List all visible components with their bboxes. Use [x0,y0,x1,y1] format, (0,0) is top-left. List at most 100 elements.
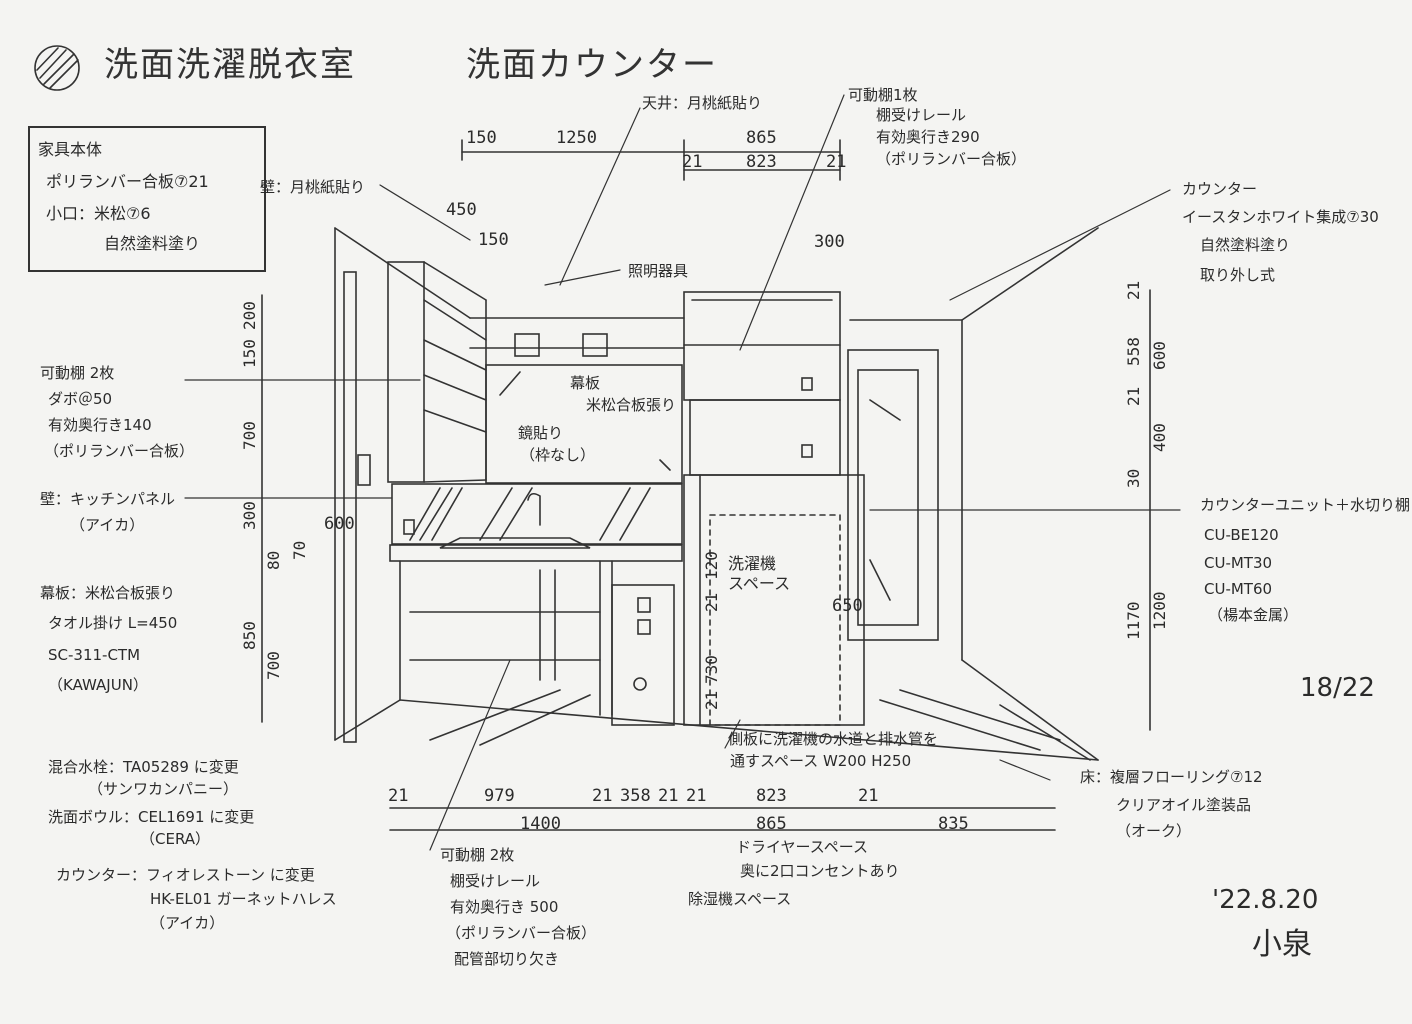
spec-line: 家具本体 [38,140,103,159]
dimension: 21 [682,152,703,172]
dimension: 1400 [520,814,561,834]
counter-unit-note: CU-MT30 [1204,554,1273,572]
room-outline [334,227,1099,761]
bowl-note: 洗面ボウル：CEL1691 に変更 [48,808,255,826]
back-panel-note: 米松合板張り [586,396,677,414]
movable-shelf-left-note: 有効奥行き140 [48,416,152,434]
dimension: 979 [484,786,515,806]
spec-line: ポリランバー合板⑦21 [46,172,209,191]
dimension: 70 [290,540,309,560]
room-symbol-icon [34,45,80,91]
bowl-note: （CERA） [140,830,211,848]
counter-unit-note: カウンターユニット＋水切り棚 [1200,496,1411,514]
dimension: 700 [240,421,259,450]
counter-and-bowl [389,492,683,562]
door [343,271,371,743]
countertop-note: カウンター：フィオレストーン に変更 [56,866,315,884]
dimension: 30 [1124,468,1143,488]
counter-unit-note: CU-MT60 [1204,580,1273,598]
dimension: 450 [446,200,477,220]
floor-note: 床：複層フローリング⑦12 [1080,768,1263,786]
dimension: 1250 [556,128,597,148]
counter-note: イースタンホワイト集成⑦30 [1182,208,1379,226]
back-panel-note: 幕板 [570,374,601,392]
dimension: 150 [478,230,509,250]
dimension: 21 [592,786,613,806]
movable-shelf-bottom-note: 可動棚 2枚 [440,846,515,864]
dehumidifier-note: 除湿機スペース [688,890,792,908]
movable-shelf-left-note: ダボ＠50 [48,390,113,408]
movable-shelf-left-note: 可動棚 2枚 [40,364,115,382]
counter-note: カウンター [1182,180,1258,198]
dimension: 600 [1150,341,1169,370]
dimension: 1200 [1150,591,1169,630]
dimension: 700 [264,651,283,680]
towel-note: 幕板：米松合板張り [40,584,176,602]
dimension: 823 [746,152,777,172]
countertop-note: HK-EL01 ガーネットハレス [150,890,337,908]
author: 小泉 [1252,927,1312,962]
kitchen-panel [391,483,683,545]
counter-note: 取り外し式 [1200,266,1276,284]
dimension: 730 [702,655,721,684]
dimension: 21 [702,592,721,612]
dryer-note: 奥に2口コンセントあり [740,862,900,880]
leader-lines [184,94,1181,851]
dimension: 358 [620,786,651,806]
countertop-note: （アイカ） [150,914,225,932]
counter-unit-note: （楊本金属） [1208,606,1299,624]
movable-shelf-bottom-note: （ポリランバー合板） [446,924,597,942]
dimension: 80 [264,550,283,570]
dimension: 120 [702,551,721,580]
floor-boards [429,689,1091,761]
dimension: 150 [240,339,259,368]
side-panel-note: 側板に洗濯機の水道と排水管を [728,730,939,748]
dimension: 823 [756,786,787,806]
movable-shelf-top-note: 有効奥行き290 [876,128,980,146]
dimension: 21 [686,786,707,806]
movable-shelf-top-note: （ポリランバー合板） [876,150,1027,168]
dimension: 21 [388,786,409,806]
upper-right-cabinet [683,291,841,476]
side-panel-note: 通すスペース W200 H250 [730,752,912,770]
dimension: 21 [858,786,879,806]
dimension: 558 [1124,337,1143,366]
lower-shelves [399,560,613,716]
dehumidifier-space [611,584,675,726]
towel-note: SC-311-CTM [48,646,141,664]
movable-shelf-top-note: 可動棚1枚 [848,86,918,104]
dryer-note: ドライヤースペース [736,838,869,856]
washer-space-label: 洗濯機 スペース [728,554,791,593]
dimension: 21 [826,152,847,172]
spec-line: 自然塗料塗り [104,234,201,253]
dimension: 21 [1124,280,1143,300]
towel-note: タオル掛け L=450 [48,614,178,632]
dimension: 600 [324,514,355,534]
dimension: 200 [240,301,259,330]
dimension: 865 [746,128,777,148]
dimension: 400 [1150,423,1169,452]
dimension: 150 [466,128,497,148]
faucet-note: （サンワカンパニー） [88,780,239,798]
wall-note: 壁：月桃紙貼り [260,178,366,196]
room-title: 洗面洗濯脱衣室 [104,45,356,85]
dimension: 300 [814,232,845,252]
towel-note: （KAWAJUN） [48,676,148,694]
mirror-note: 鏡貼り [518,424,564,442]
floor-note: （オーク） [1116,822,1192,840]
movable-shelf-bottom-note: 有効奥行き 500 [450,898,559,916]
subject-title: 洗面カウンター [466,45,718,85]
floor-note: クリアオイル塗装品 [1116,796,1252,814]
faucet-note: 混合水栓：TA05289 に変更 [48,758,239,776]
kitchen-panel-note: （アイカ） [70,516,145,534]
window [847,349,939,641]
dimension: 850 [240,621,259,650]
lighting-note: 照明器具 [628,262,689,280]
dimension: 650 [832,596,863,616]
spec-line: 小口：米松⑦6 [46,204,151,223]
kitchen-panel-note: 壁：キッチンパネル [40,490,176,508]
mirror [485,364,683,484]
lighting-fixtures [469,333,685,357]
